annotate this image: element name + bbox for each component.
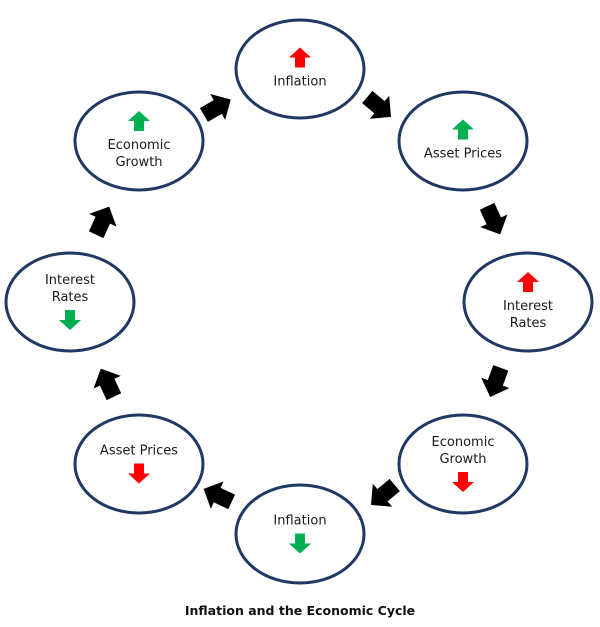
node-ellipse bbox=[397, 90, 529, 192]
node-ellipse bbox=[4, 251, 136, 353]
node-label-line: Growth bbox=[439, 452, 486, 467]
node-label-line: Rates bbox=[52, 290, 89, 305]
up-arrow-icon bbox=[289, 47, 311, 68]
node-label-line: Growth bbox=[115, 155, 162, 170]
cycle-node-asset-prices-left: Asset Prices bbox=[73, 413, 205, 515]
down-arrow-icon bbox=[59, 310, 81, 330]
down-arrow-icon bbox=[452, 472, 474, 492]
node-label-line: Asset Prices bbox=[100, 444, 178, 459]
connector-arrow-icon bbox=[199, 94, 231, 122]
connector-arrow-icon bbox=[88, 206, 117, 239]
cycle-connectors bbox=[88, 90, 510, 510]
node-ellipse bbox=[73, 90, 205, 192]
node-label-line: Interest bbox=[503, 299, 553, 314]
cycle-node-inflation-top: Inflation bbox=[234, 18, 366, 120]
diagram-caption: Inflation and the Economic Cycle bbox=[184, 603, 416, 618]
node-label-line: Inflation bbox=[273, 514, 326, 529]
up-arrow-icon bbox=[517, 272, 539, 292]
connector-arrow-icon bbox=[203, 481, 236, 510]
node-label-line: Interest bbox=[45, 273, 95, 288]
cycle-node-inflation-bottom: Inflation bbox=[234, 483, 366, 585]
node-ellipse bbox=[397, 413, 529, 515]
connector-arrow-icon bbox=[370, 478, 400, 507]
node-ellipse bbox=[234, 18, 366, 120]
node-label-line: Economic bbox=[108, 138, 171, 153]
up-arrow-icon bbox=[452, 119, 474, 140]
up-arrow-icon bbox=[128, 111, 150, 131]
node-label-line: Inflation bbox=[273, 75, 326, 90]
cycle-node-asset-prices-right: Asset Prices bbox=[397, 90, 529, 192]
connector-arrow-icon bbox=[362, 90, 392, 119]
connector-arrow-icon bbox=[481, 365, 510, 397]
node-ellipse bbox=[462, 251, 594, 353]
connector-arrow-icon bbox=[93, 368, 122, 401]
node-label-line: Asset Prices bbox=[424, 147, 502, 162]
node-label-line: Rates bbox=[510, 316, 547, 331]
down-arrow-icon bbox=[128, 463, 150, 484]
down-arrow-icon bbox=[289, 533, 311, 554]
connector-arrow-icon bbox=[479, 202, 508, 235]
node-label-line: Economic bbox=[432, 435, 495, 450]
